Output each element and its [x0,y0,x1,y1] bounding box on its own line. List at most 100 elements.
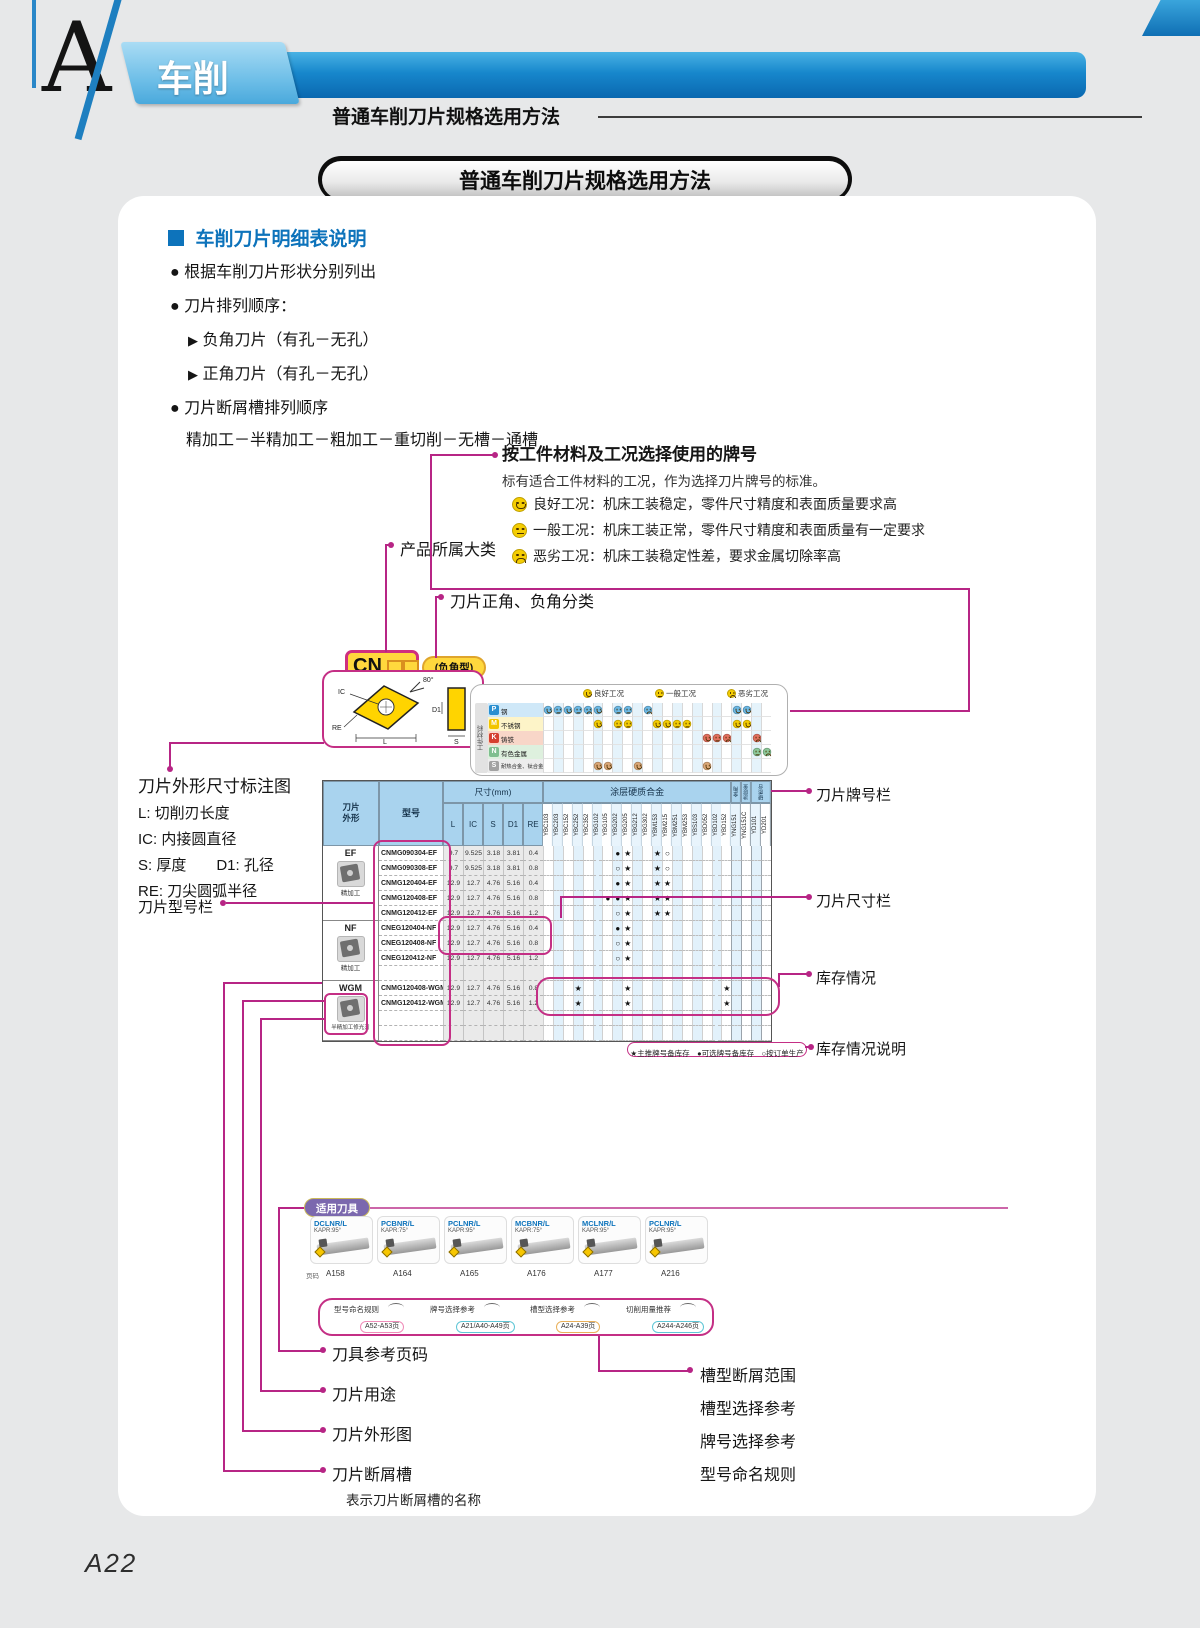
matrix-cell [612,759,623,773]
material-name: 钢 [501,709,508,716]
section-use: 半精加工修光刃 [331,1025,370,1031]
connector-line [560,896,562,918]
mark-cell [671,951,682,966]
matrix-cell [592,731,603,745]
model-cell: CNMG120412-WGM [379,996,443,1011]
mark-cell: ★ [652,861,662,876]
mark-cell [592,891,603,906]
dim-cell: 4.76 [483,981,503,996]
legend-face-icon [655,689,664,698]
mark-cell [602,981,613,996]
matrix-face-icon [573,705,583,714]
mark-cell [691,891,702,906]
heading-square-icon [168,230,184,246]
title-banner-inner [322,161,848,199]
matrix-face-icon [752,747,761,756]
mark-cell [652,1026,662,1041]
mark-cell [552,951,563,966]
mark-cell [751,996,762,1011]
matrix-face-icon [603,761,613,770]
mark-cell [711,966,722,981]
matrix-cell [552,731,563,745]
matrix-cell [602,745,613,759]
dim-cell: 12.9 [443,981,463,996]
mark-cell [721,891,732,906]
mark-cell [731,951,742,966]
matrix-face-icon [623,705,633,714]
connector-line [242,1000,244,1432]
mark-cell [592,951,603,966]
matrix-cell [741,703,752,717]
mark-cell: ○ [612,906,623,921]
reference-name: 槽型选择参考 [530,1305,575,1314]
matrix-cell [622,717,633,731]
matrix-cell [562,759,573,773]
matrix-cell [572,703,583,717]
legend-face-icon [583,689,592,698]
dim-cell: 3.18 [483,846,503,861]
dim-cell [483,1011,503,1026]
mark-cell: ★ [661,906,672,921]
mark-cell [582,1026,593,1041]
mark-cell [552,966,563,981]
matrix-cell [661,745,672,759]
intro-bullet: 精加工－半精加工－粗加工－重切削－无槽－通槽 [186,426,538,450]
connector-dot [220,900,226,906]
mark-cell [731,921,742,936]
model-column-header: 型号 [379,781,443,846]
matrix-cell [543,731,553,745]
mark-cell [751,951,762,966]
matrix-cell [711,759,722,773]
mark-cell [681,1026,692,1041]
condition-face-icon [512,522,527,538]
mark-cell [701,951,712,966]
connector-line [169,742,171,768]
shape-column-header: 刀片外形 [323,781,379,846]
mark-cell [671,981,682,996]
matrix-face-icon [722,733,732,742]
insert-photo-icon [336,996,365,1022]
connector-line [223,982,322,984]
tool-kapr: KAPR:95° [314,1228,342,1234]
mark-cell [741,906,752,921]
material-axis-label: 工件材料 [475,703,488,773]
grade-column-header: YBC152 [562,803,573,846]
mark-cell [572,936,583,951]
mark-cell [602,1026,613,1041]
insert-photo-icon [336,861,365,887]
connector-line [278,1350,322,1352]
grade-column-header: YNG151 [731,803,742,846]
mark-cell [602,951,613,966]
grade-column-header: YBG302 [642,803,653,846]
mark-cell [602,921,613,936]
condition-text: 良好工况：机床工装稳定，零件尺寸精度和表面质量要求高 [533,496,897,512]
grade-column-header: YBG212 [632,803,643,846]
mark-cell: ● [602,891,613,906]
connector-dot [320,1427,326,1433]
mark-cell [642,1026,653,1041]
matrix-cell [642,759,653,773]
matrix-cell [731,731,742,745]
header-tab-label: 车削 [156,58,229,99]
matrix-cell [592,745,603,759]
dim-cell: 9.7 [443,846,463,861]
matrix-face-icon [752,733,761,742]
mark-cell [632,966,643,981]
matrix-face-icon [633,761,642,770]
connector-dot [806,894,812,900]
mark-cell [562,951,573,966]
dim-cell [503,1026,523,1041]
mark-cell [681,1011,692,1026]
mark-cell: ★ [721,996,732,1011]
dim-cell [483,1026,503,1041]
matrix-cell [592,717,603,731]
matrix-cell [701,759,712,773]
mark-cell [671,1011,682,1026]
grade-column-header: YBG202 [612,803,623,846]
mark-cell [552,1011,563,1026]
tool-page-number: A216 [661,1269,680,1278]
